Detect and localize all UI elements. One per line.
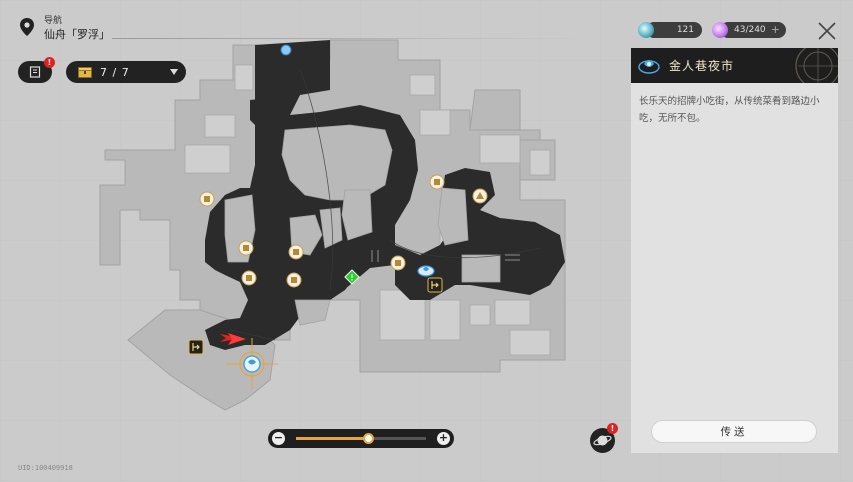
star-rail-map-button[interactable]: ! bbox=[590, 423, 618, 453]
shop-markers[interactable] bbox=[199, 174, 488, 288]
location-pin-icon bbox=[20, 18, 34, 36]
zoom-slider-handle[interactable] bbox=[362, 433, 374, 444]
shop-icon[interactable] bbox=[241, 270, 257, 286]
location-description: 长乐天的招牌小吃街，从传统菜肴到路边小吃，无所不包。 bbox=[639, 96, 820, 124]
teleport-button[interactable]: 传送 bbox=[651, 420, 817, 443]
close-icon[interactable] bbox=[817, 21, 837, 41]
currency-orb-icon bbox=[638, 22, 654, 38]
zoom-slider-track[interactable] bbox=[296, 433, 426, 444]
shop-icon[interactable] bbox=[429, 174, 445, 190]
planet-icon bbox=[593, 435, 612, 446]
treasure-chest-selector[interactable]: 7 / 7 bbox=[66, 61, 186, 83]
location-detail-panel: 金人巷夜市 长乐天的招牌小吃街，从传统菜肴到路边小吃，无所不包。 传送 bbox=[631, 48, 838, 453]
trailblaze-power-counter[interactable]: 43/240 + bbox=[712, 22, 786, 38]
location-title: 金人巷夜市 bbox=[669, 59, 735, 73]
nav-label: 导航 bbox=[44, 16, 63, 26]
chevron-down-icon bbox=[170, 69, 178, 75]
space-anchor-icon[interactable] bbox=[417, 265, 435, 277]
power-orb-icon bbox=[712, 22, 728, 38]
navigation-header: 导航 仙舟「罗浮」 bbox=[20, 16, 110, 42]
player-uid: UID:100409918 bbox=[18, 464, 73, 472]
notification-badge: ! bbox=[607, 423, 618, 434]
notification-badge: ! bbox=[44, 57, 55, 68]
book-icon bbox=[29, 66, 41, 78]
add-power-icon[interactable]: + bbox=[770, 23, 780, 36]
shop-icon[interactable] bbox=[390, 255, 406, 271]
header-divider bbox=[112, 38, 592, 39]
exit-door-icon[interactable] bbox=[427, 277, 443, 293]
treasure-chest-icon bbox=[78, 66, 92, 78]
map-legend-button[interactable]: ! bbox=[18, 57, 55, 83]
panel-header: 金人巷夜市 bbox=[631, 48, 838, 83]
current-location: 仙舟「罗浮」 bbox=[44, 28, 110, 41]
shop-icon[interactable] bbox=[238, 240, 254, 256]
power-value: 43/240 bbox=[734, 25, 766, 35]
zoom-control: − + bbox=[268, 429, 454, 448]
currency-counter: 121 bbox=[638, 22, 702, 38]
currency-value: 121 bbox=[676, 25, 694, 35]
chest-count: 7 / 7 bbox=[100, 65, 130, 79]
space-anchor-icon[interactable] bbox=[226, 338, 278, 390]
space-anchor-icon bbox=[638, 59, 660, 74]
exit-markers[interactable] bbox=[188, 277, 443, 355]
shop-icon[interactable] bbox=[286, 272, 302, 288]
zoom-slider-fill bbox=[296, 437, 368, 440]
space-anchor-icon[interactable] bbox=[280, 44, 292, 56]
shop-icon[interactable] bbox=[472, 188, 488, 204]
zoom-out-button[interactable]: − bbox=[272, 431, 285, 445]
player-arrow-icon bbox=[220, 333, 246, 345]
xianzhou-emblem-icon bbox=[795, 48, 838, 83]
shop-icon[interactable] bbox=[288, 244, 304, 260]
shop-icon[interactable] bbox=[199, 191, 215, 207]
mission-diamond-icon[interactable] bbox=[344, 269, 360, 285]
exit-door-icon[interactable] bbox=[188, 339, 204, 355]
space-anchor-markers[interactable] bbox=[226, 44, 435, 390]
zoom-in-button[interactable]: + bbox=[437, 431, 450, 445]
